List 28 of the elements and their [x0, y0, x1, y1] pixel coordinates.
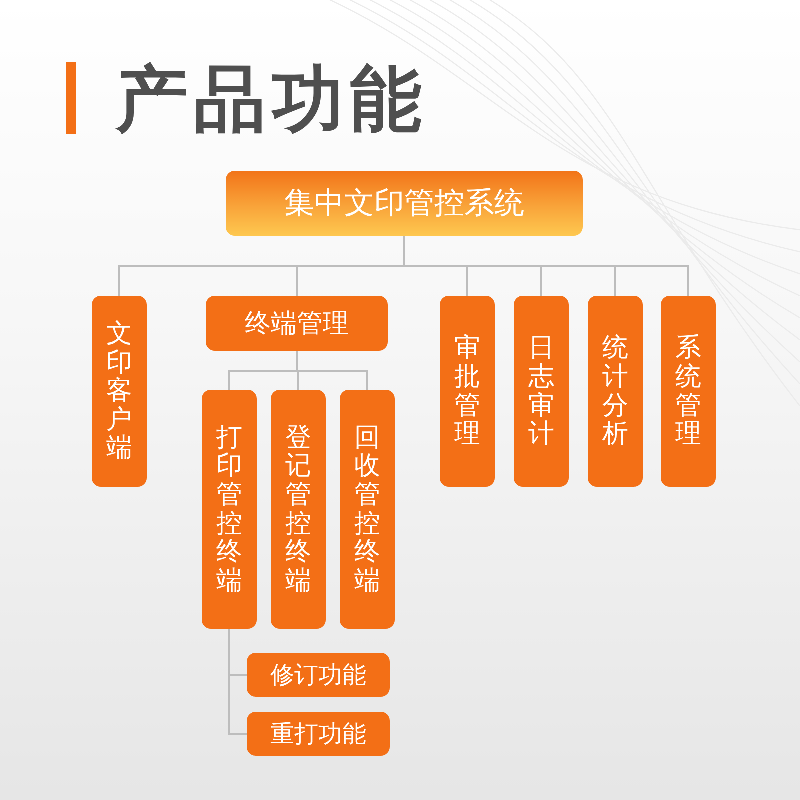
process-box — [247, 653, 390, 697]
box-label: 打印管控终端 — [216, 424, 242, 596]
process-box — [92, 296, 147, 487]
page-title: 产品功能 — [116, 56, 428, 143]
box-label: 审批管理 — [454, 334, 480, 449]
process-box — [271, 390, 326, 629]
box-label: 登记管控终端 — [286, 424, 312, 596]
process-box — [588, 296, 643, 487]
box-label: 重打功能 — [270, 719, 366, 750]
box-label: 终端管理 — [245, 308, 349, 341]
box-label: 集中文印管控系统 — [284, 185, 524, 223]
box-label: 统计分析 — [602, 334, 628, 449]
box-label: 日志审计 — [528, 334, 554, 449]
connector-line — [404, 236, 690, 296]
box-label: 回收管控终端 — [354, 424, 380, 596]
process-box — [661, 296, 716, 487]
connector-line — [296, 351, 368, 390]
box-label: 修订功能 — [270, 660, 366, 691]
process-box — [247, 712, 390, 756]
process-box — [514, 296, 569, 487]
process-box — [440, 296, 495, 487]
root-box — [226, 171, 583, 236]
connector-line — [228, 629, 247, 735]
box-label: 文印客户端 — [106, 320, 132, 463]
box-label: 系统管理 — [676, 334, 702, 449]
process-box — [340, 390, 395, 629]
process-box — [202, 390, 257, 629]
process-box — [206, 296, 388, 351]
